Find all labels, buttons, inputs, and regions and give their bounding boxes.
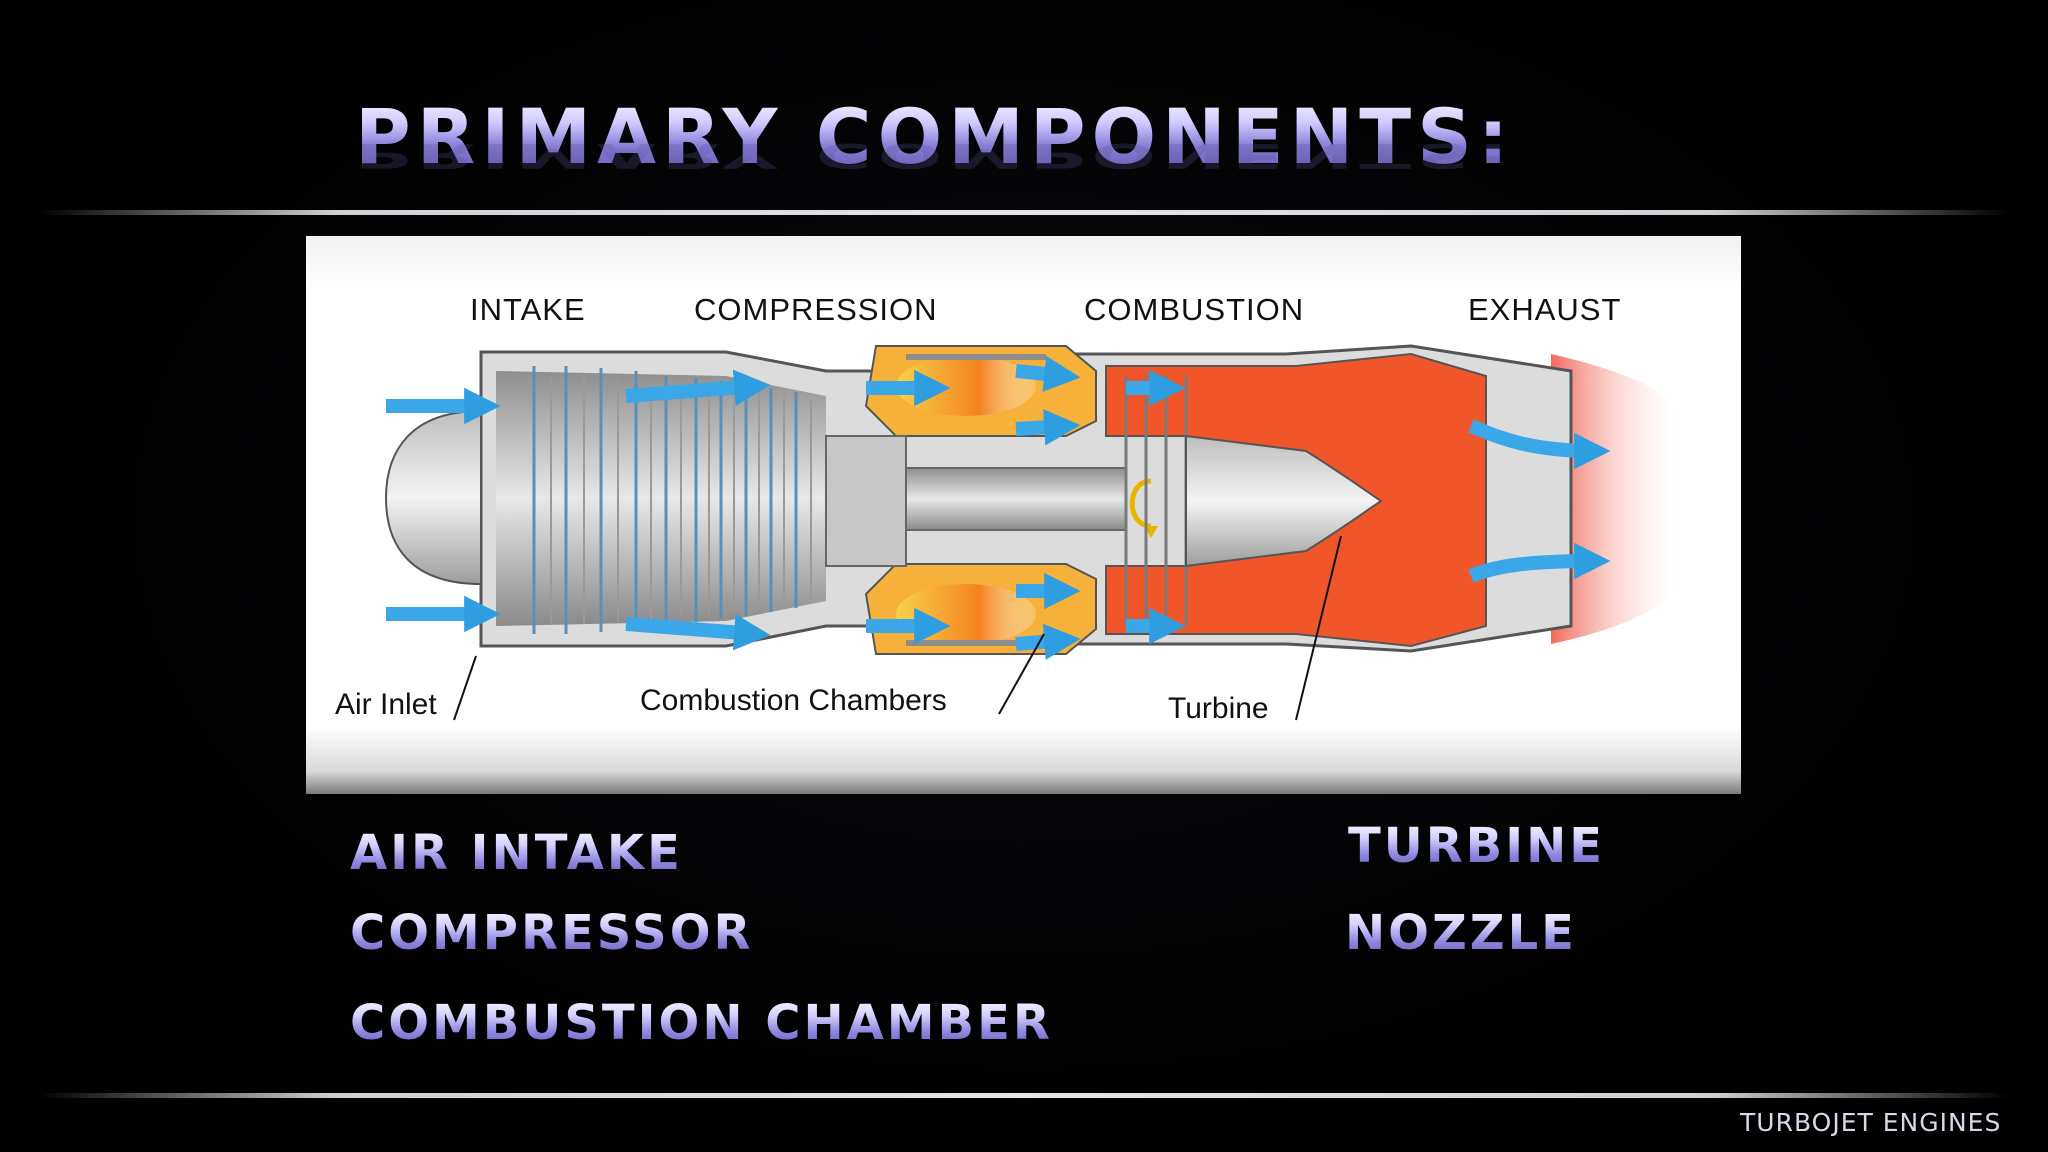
callout-combustion-chambers: Combustion Chambers	[640, 684, 947, 717]
callout-leaders	[453, 535, 1342, 721]
airflow-arrows	[386, 355, 1611, 660]
footer-caption: TURBOJET ENGINES	[1740, 1108, 2002, 1137]
nose-cone	[384, 409, 482, 586]
callout-air-inlet: Air Inlet	[335, 688, 437, 721]
rotation-arrow-icon	[1129, 478, 1152, 529]
turbojet-diagram	[306, 236, 1741, 794]
compressor-drum	[496, 371, 826, 626]
component-air-intake: AIR INTAKE	[350, 825, 683, 881]
stage-label-exhaust: EXHAUST	[1468, 292, 1622, 327]
stage-label-compression: COMPRESSION	[694, 292, 938, 327]
slide-title: PRIMARY COMPONENTS:	[355, 92, 1515, 181]
bottom-divider	[40, 1093, 2008, 1098]
top-divider	[40, 210, 2008, 215]
component-nozzle: NOZZLE	[1345, 905, 1577, 961]
component-turbine: TURBINE	[1348, 818, 1606, 874]
tail-cone	[1185, 434, 1383, 568]
component-compressor: COMPRESSOR	[350, 905, 754, 961]
compressor-blades	[532, 366, 798, 634]
callout-turbine: Turbine	[1168, 692, 1269, 725]
component-combustion-chamber: COMBUSTION CHAMBER	[350, 995, 1053, 1051]
compressor-vanes	[550, 376, 812, 624]
stage-label-intake: INTAKE	[470, 292, 586, 327]
turbojet-cutaway-illustration	[384, 344, 1681, 721]
stage-label-combustion: COMBUSTION	[1084, 292, 1305, 327]
